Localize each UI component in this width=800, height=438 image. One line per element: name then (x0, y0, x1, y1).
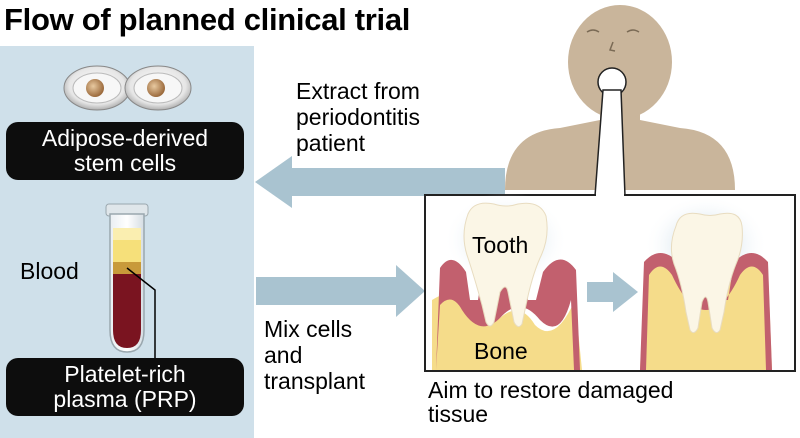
blood-label: Blood (20, 258, 79, 284)
teeth-caption: Aim to restore damaged tissue (428, 378, 673, 426)
test-tube-icon (105, 203, 156, 366)
prp-label-line2: plasma (PRP) (53, 386, 197, 412)
extract-text-line2: periodontitis (296, 104, 421, 130)
stem-cells-label-line1: Adipose-derived (41, 125, 209, 151)
petri-dish-icon (63, 65, 131, 111)
transplant-text-line3: transplant (264, 368, 366, 394)
damaged-tooth-icon (432, 192, 582, 370)
stem-cells-label-line2: stem cells (73, 150, 177, 176)
teeth-caption-line1: Aim to restore damaged (428, 377, 674, 403)
restored-tooth-icon (640, 195, 772, 370)
extract-text-line1: Extract from (296, 78, 420, 104)
transplant-text: Mix cells and transplant (264, 316, 365, 394)
transplant-arrow (256, 265, 425, 317)
extract-arrow (255, 156, 505, 208)
extract-text-line3: patient (296, 130, 366, 156)
prp-label: Platelet-rich plasma (PRP) (6, 358, 244, 416)
restore-arrow (587, 272, 638, 312)
extract-text: Extract from periodontitis patient (296, 78, 420, 156)
petri-dish-icon (124, 65, 192, 111)
transplant-text-line2: and (264, 342, 303, 368)
tooth-label: Tooth (472, 232, 529, 258)
teeth-caption-line2: tissue (428, 401, 489, 427)
bone-label: Bone (474, 338, 528, 364)
stem-cells-label: Adipose-derived stem cells (6, 122, 244, 180)
diagram-title: Flow of planned clinical trial (4, 2, 411, 37)
transplant-text-line1: Mix cells (264, 316, 353, 342)
teeth-panel (424, 192, 796, 372)
prp-label-line1: Platelet-rich (64, 361, 186, 387)
